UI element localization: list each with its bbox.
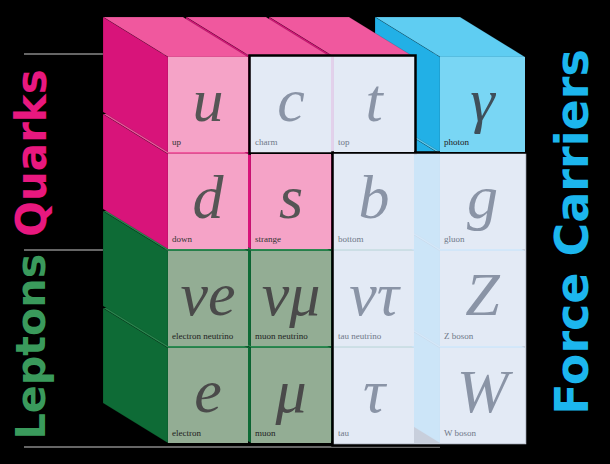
- particle-name: muon: [251, 429, 331, 443]
- particle-symbol: τ: [334, 348, 414, 429]
- particle-symbol: νμ: [251, 251, 331, 332]
- category-label: Leptons: [11, 254, 52, 440]
- particle-name: muon neutrino: [251, 332, 331, 346]
- particle-symbol: γ: [440, 57, 525, 138]
- particle-name: strange: [251, 235, 331, 249]
- particle-cube: ZZ boson: [440, 251, 525, 346]
- particle-name: electron neutrino: [168, 332, 248, 346]
- particle-name: photon: [440, 138, 525, 152]
- particle-cube: ttop: [334, 57, 414, 152]
- particle-name: electron: [168, 429, 248, 443]
- particle-cube: μmuon: [251, 348, 331, 443]
- particle-symbol: u: [168, 57, 248, 138]
- particle-symbol: s: [251, 154, 331, 235]
- particle-name: tau: [334, 429, 414, 443]
- particle-name: tau neutrino: [334, 332, 414, 346]
- particle-cube: ccharm: [251, 57, 331, 152]
- particle-symbol: W: [440, 348, 525, 429]
- particle-cube: uup: [168, 57, 248, 152]
- particle-cube: νμmuon neutrino: [251, 251, 331, 346]
- category-label: Quarks: [11, 69, 53, 237]
- particle-symbol: e: [168, 348, 248, 429]
- cube-sides: [103, 17, 525, 443]
- particle-symbol: Z: [440, 251, 525, 332]
- particle-cube: eelectron: [168, 348, 248, 443]
- particle-name: up: [168, 138, 248, 152]
- particle-cube: WW boson: [440, 348, 525, 443]
- particle-cube: νeelectron neutrino: [168, 251, 248, 346]
- particle-symbol: g: [440, 154, 525, 235]
- cube-face: [103, 17, 168, 152]
- particle-symbol: d: [168, 154, 248, 235]
- particle-symbol: b: [334, 154, 414, 235]
- particle-cube: τtau: [334, 348, 414, 443]
- highlight-frame: [333, 153, 528, 446]
- particle-name: Z boson: [440, 332, 525, 346]
- particle-name: W boson: [440, 429, 525, 443]
- particle-cube: ddown: [168, 154, 248, 249]
- particle-symbol: νe: [168, 251, 248, 332]
- particle-symbol: c: [251, 57, 331, 138]
- category-label: Force Carriers: [549, 49, 595, 415]
- particle-cube: ggluon: [440, 154, 525, 249]
- particle-name: charm: [251, 138, 331, 152]
- particle-name: down: [168, 235, 248, 249]
- particle-symbol: ντ: [334, 251, 414, 332]
- particle-symbol: μ: [251, 348, 331, 429]
- particle-cube: γphoton: [440, 57, 525, 152]
- highlight-frame: [250, 56, 416, 154]
- particle-name: gluon: [440, 235, 525, 249]
- particle-name: bottom: [334, 235, 414, 249]
- particle-cube: ντtau neutrino: [334, 251, 414, 346]
- particle-cube: bbottom: [334, 154, 414, 249]
- particle-symbol: t: [334, 57, 414, 138]
- particle-cube: sstrange: [251, 154, 331, 249]
- particle-name: top: [334, 138, 414, 152]
